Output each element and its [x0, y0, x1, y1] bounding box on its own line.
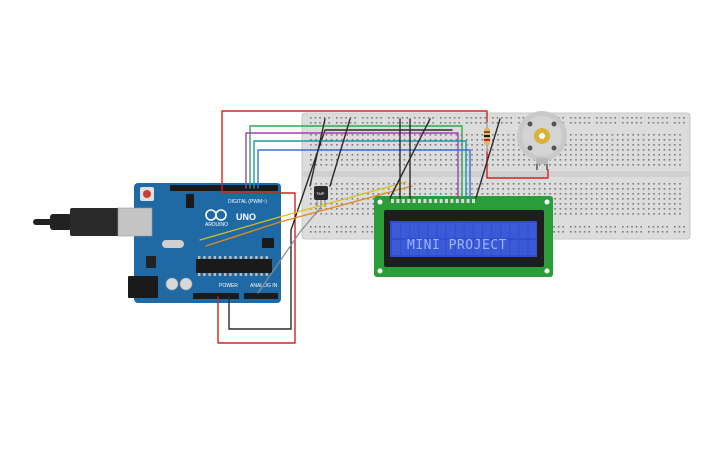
lcd-pin-header: [391, 199, 475, 203]
lcd-display-text: MINI PROJECT: [407, 238, 507, 253]
board-sub-brand: ARDUINO: [205, 222, 228, 228]
analog-header: [244, 293, 278, 299]
power-header: [193, 293, 239, 299]
digital-header-label: DIGITAL (PWM~): [228, 199, 267, 205]
arduino-logo-icon: [205, 209, 227, 221]
atmega-chip: [196, 259, 272, 273]
digital-header: [170, 185, 278, 191]
board-brand: UNO: [236, 212, 256, 222]
power-header-label: POWER: [219, 283, 238, 289]
resistor[interactable]: [484, 122, 490, 152]
arduino-uno-board[interactable]: DIGITAL (PWM~) UNO ARDUINO POWER ANALOG …: [117, 183, 281, 303]
lcd-module[interactable]: MINI PROJECT: [374, 196, 553, 277]
wires: [199, 110, 549, 344]
lcd-character-cells: [392, 223, 537, 255]
reset-button[interactable]: [143, 190, 151, 198]
sensor-label: TMP: [316, 191, 325, 196]
dc-motor[interactable]: [517, 111, 567, 170]
analog-header-label: ANALOG IN: [250, 283, 278, 289]
temperature-sensor[interactable]: TMP: [314, 186, 328, 207]
